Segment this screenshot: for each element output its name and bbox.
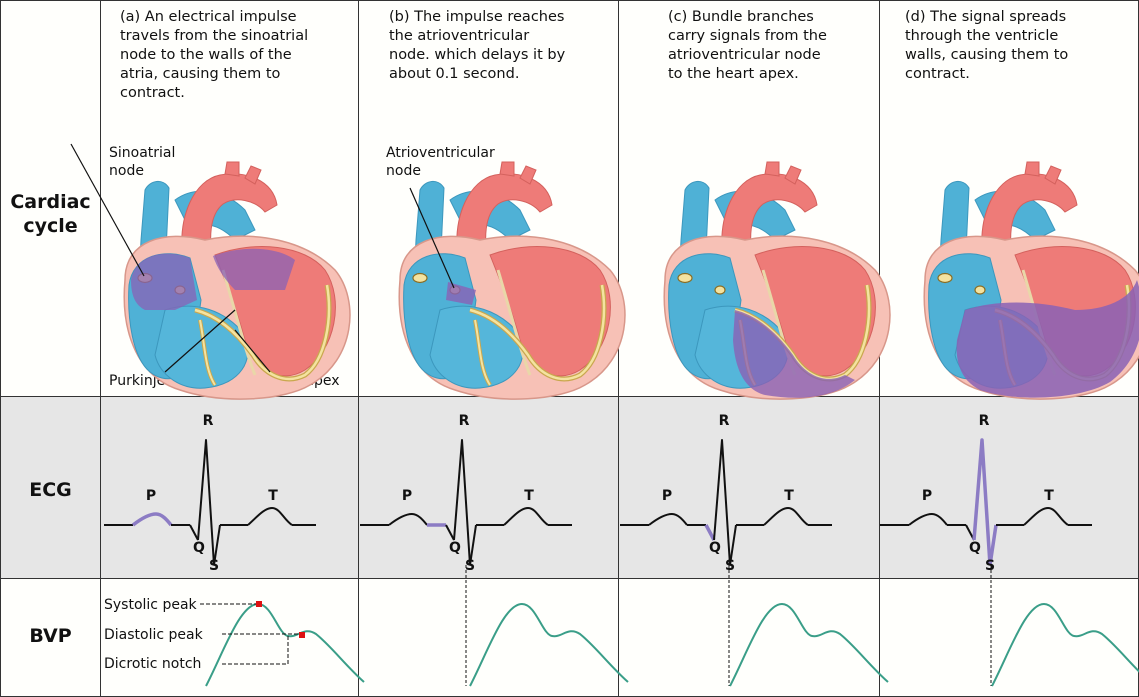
heart-illustration-a bbox=[70, 143, 350, 399]
heart-illustration-b bbox=[399, 162, 625, 399]
ecg-p-wave-label: P bbox=[146, 488, 156, 504]
ecg-s-segment bbox=[988, 524, 998, 566]
panel-b-bvp-cell bbox=[359, 579, 619, 697]
panel-d-caption: (d) The signal spreads through the ventr… bbox=[905, 9, 1069, 82]
bvp-trace-a bbox=[205, 602, 365, 687]
panel-c-caption: (c) Bundle branches carry signals from t… bbox=[668, 9, 827, 82]
panel-c-bvp-cell bbox=[619, 579, 880, 697]
ecg-pWave-segment bbox=[131, 512, 173, 527]
ecg-s-segment bbox=[469, 524, 477, 566]
ecg-p-wave-label: P bbox=[402, 488, 412, 504]
ecg-s-wave-label: S bbox=[725, 558, 735, 574]
ecg-t-wave-label: T bbox=[524, 488, 534, 504]
ecg-r-segment bbox=[453, 439, 471, 566]
ecg-r-segment bbox=[713, 439, 731, 566]
ecg-tWave-segment bbox=[763, 507, 809, 526]
ecg-q-segment bbox=[445, 524, 455, 541]
ecg-t-wave-label: T bbox=[1044, 488, 1054, 504]
ecg-trace-a: P R QS T bbox=[104, 413, 316, 574]
ecg-r-wave-label: R bbox=[719, 413, 730, 429]
ecg-tWave-segment bbox=[247, 507, 293, 526]
bvp-trace-b bbox=[469, 602, 629, 687]
diastolic-peak-marker bbox=[299, 632, 305, 638]
panel-b-ecg-cell bbox=[359, 397, 619, 579]
row-label-cell-bvp bbox=[0, 579, 101, 697]
ecg-r-wave-label: R bbox=[203, 413, 214, 429]
ecg-trace-d: P R QS T bbox=[880, 413, 1092, 574]
ecg-p-wave-label: P bbox=[922, 488, 932, 504]
ecg-tWave-segment bbox=[503, 507, 549, 526]
ecg-s-segment bbox=[729, 524, 737, 566]
bvp-trace-c bbox=[729, 602, 889, 687]
ecg-q-wave-label: Q bbox=[709, 540, 721, 556]
panel-b-caption: (b) The impulse reaches the atrioventric… bbox=[389, 9, 566, 82]
diastolic-peak-label: Diastolic peak bbox=[104, 627, 203, 643]
ecg-pWave-segment bbox=[908, 513, 948, 526]
panel-a-ecg-cell bbox=[101, 397, 359, 579]
sinoatrial-node-label: Sinoatrial node bbox=[109, 145, 176, 179]
row-label-cell-ecg bbox=[0, 397, 101, 579]
dicrotic-notch-label: Dicrotic notch bbox=[104, 656, 202, 672]
bvp-trace-d bbox=[991, 602, 1139, 687]
ecg-q-wave-label: Q bbox=[969, 540, 981, 556]
systolic-peak-label: Systolic peak bbox=[104, 597, 197, 613]
ecg-trace-b: P R QS T bbox=[360, 413, 572, 574]
panel-a-caption: (a) An electrical impulse travels from t… bbox=[120, 9, 309, 101]
ecg-s-wave-label: S bbox=[985, 558, 995, 574]
panel-c-ecg-cell bbox=[619, 397, 880, 579]
ecg-q-segment bbox=[704, 524, 716, 541]
row-label-cardiac: Cardiac cycle bbox=[10, 191, 91, 237]
atrioventricular-node-label: Atrioventricular node bbox=[386, 145, 495, 179]
systolic-peak-marker bbox=[256, 601, 262, 607]
ecg-s-segment bbox=[213, 524, 221, 566]
ecg-r-wave-label: R bbox=[459, 413, 470, 429]
ecg-r-wave-label: R bbox=[979, 413, 990, 429]
ecg-q-wave-label: Q bbox=[449, 540, 461, 556]
row-label-bvp: BVP bbox=[29, 625, 72, 647]
ecg-q-wave-label: Q bbox=[193, 540, 205, 556]
bvp-traces bbox=[200, 565, 1139, 687]
ecg-s-wave-label: S bbox=[209, 558, 219, 574]
ecg-r-segment bbox=[197, 439, 215, 566]
ecg-pWave-segment bbox=[648, 513, 688, 526]
heart-illustration-c bbox=[664, 162, 890, 399]
ecg-tWave-segment bbox=[1023, 507, 1069, 526]
ecg-r-segment bbox=[972, 438, 992, 566]
ecg-s-wave-label: S bbox=[465, 558, 475, 574]
ecg-t-wave-label: T bbox=[784, 488, 794, 504]
ecg-q-segment bbox=[189, 524, 199, 541]
heart-illustration-d bbox=[924, 162, 1139, 399]
row-label-cell-cardiac bbox=[0, 0, 101, 397]
ecg-pWave-segment bbox=[388, 513, 428, 526]
panel-d-ecg-cell bbox=[880, 397, 1139, 579]
ecg-p-wave-label: P bbox=[662, 488, 672, 504]
row-label-ecg: ECG bbox=[29, 479, 72, 501]
ecg-trace-c: P R QS T bbox=[620, 413, 832, 574]
ecg-t-wave-label: T bbox=[268, 488, 278, 504]
